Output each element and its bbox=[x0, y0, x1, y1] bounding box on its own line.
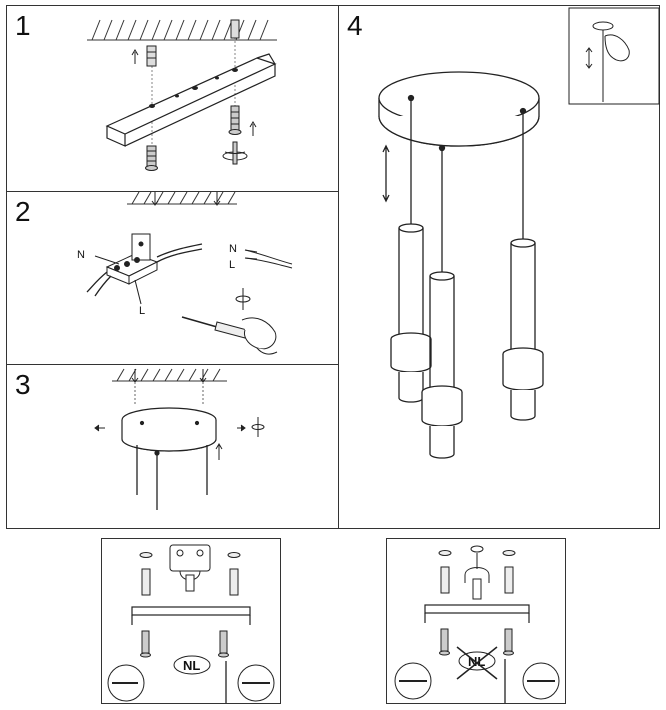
screw-detail-icon bbox=[107, 664, 275, 702]
bracket-kit-left-panel: NL bbox=[101, 538, 281, 704]
bracket-kit-left-illustration: NL bbox=[107, 544, 275, 703]
canopy-disc bbox=[121, 407, 217, 456]
bracket-kit-right-panel: NL bbox=[386, 538, 566, 704]
step-2-number: 2 bbox=[15, 196, 31, 227]
screw-icon bbox=[145, 145, 158, 171]
screw-icon bbox=[439, 628, 514, 656]
mounting-bracket-illustration bbox=[87, 19, 277, 171]
step-3-panel: 3 bbox=[6, 364, 339, 529]
live-wire-label: L bbox=[229, 259, 235, 271]
pendant-shade bbox=[502, 238, 544, 421]
ceiling-hatch bbox=[127, 191, 237, 205]
mounting-bar bbox=[131, 606, 251, 625]
canopy-mount-illustration bbox=[94, 368, 265, 510]
nl-badge-label: NL bbox=[468, 654, 485, 669]
step-1-number: 1 bbox=[15, 10, 31, 41]
screwdriver-rotate-icon bbox=[222, 141, 248, 165]
neutral-wire-label: N bbox=[229, 243, 237, 255]
mounting-bar bbox=[424, 604, 530, 623]
height-adjust-inset bbox=[568, 7, 660, 105]
hook-clip-icon bbox=[464, 545, 490, 600]
live-label: L bbox=[139, 305, 145, 317]
wall-plug-icon bbox=[146, 45, 157, 67]
screwdriver-hand-icon bbox=[181, 316, 278, 355]
terminal-block-icon bbox=[169, 544, 211, 592]
nl-badge-label: NL bbox=[183, 658, 200, 673]
bracket-kit-right-illustration: NL bbox=[394, 545, 560, 703]
pendant-shade bbox=[390, 223, 432, 403]
canopy-disc bbox=[378, 71, 540, 152]
wall-plug-icon bbox=[438, 550, 516, 594]
screw-icon bbox=[228, 105, 242, 135]
screw-icon bbox=[140, 630, 229, 658]
wiring-illustration: N L N L bbox=[77, 191, 293, 355]
nl-badge-outline bbox=[173, 655, 211, 675]
screw-detail-icon bbox=[394, 662, 560, 700]
step-2-panel: 2 N L bbox=[6, 191, 339, 365]
neutral-label: N bbox=[77, 249, 85, 261]
pendant-shade bbox=[421, 271, 463, 459]
step-1-panel: 1 bbox=[6, 5, 339, 192]
step-4-panel: 4 bbox=[338, 5, 660, 529]
rotate-icon bbox=[235, 288, 251, 310]
step-3-number: 3 bbox=[15, 369, 31, 400]
wire-ends-icon bbox=[244, 249, 293, 269]
step-4-number: 4 bbox=[347, 10, 363, 41]
screw-rotate-icon bbox=[251, 417, 265, 437]
ceiling-plug-icon bbox=[230, 19, 240, 39]
pendant-lamp-illustration bbox=[378, 7, 660, 459]
wall-plug-icon bbox=[139, 552, 241, 596]
cross-out-icon bbox=[456, 646, 498, 680]
ceiling-hatch bbox=[87, 19, 277, 41]
mounting-bar bbox=[105, 53, 277, 147]
terminal-block-icon bbox=[105, 233, 159, 285]
ceiling-hatch bbox=[112, 368, 227, 382]
